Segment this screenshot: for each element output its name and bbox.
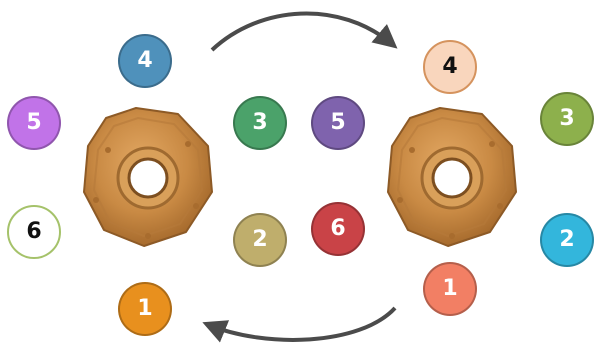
right-marker-5: 5 <box>311 96 365 150</box>
right-marker-4-label: 4 <box>442 54 458 79</box>
left-marker-4-label: 4 <box>137 48 153 73</box>
left-marker-3-label: 3 <box>252 110 268 135</box>
left-marker-3: 3 <box>233 96 287 150</box>
left-marker-2: 2 <box>233 213 287 267</box>
right-marker-6: 6 <box>311 202 365 256</box>
right-marker-3: 3 <box>540 92 594 146</box>
right-marker-2-label: 2 <box>559 227 575 252</box>
bottom-arrow <box>202 306 397 343</box>
right-marker-6-label: 6 <box>330 216 346 241</box>
left-marker-2-label: 2 <box>252 227 268 252</box>
left-marker-6-label: 6 <box>26 219 42 244</box>
right-marker-4: 4 <box>423 40 477 94</box>
left-marker-1-label: 1 <box>137 296 153 321</box>
right-marker-3-label: 3 <box>559 106 575 131</box>
left-washer-icon <box>83 107 213 247</box>
right-marker-1: 1 <box>423 262 477 316</box>
left-marker-1: 1 <box>118 282 172 336</box>
right-marker-2: 2 <box>540 213 594 267</box>
right-marker-1-label: 1 <box>442 276 458 301</box>
right-marker-5-label: 5 <box>330 110 346 135</box>
top-arrow <box>210 11 398 52</box>
right-washer-icon <box>387 107 517 247</box>
left-marker-5: 5 <box>7 96 61 150</box>
left-marker-6: 6 <box>7 205 61 259</box>
left-marker-4: 4 <box>118 34 172 88</box>
left-marker-5-label: 5 <box>26 110 42 135</box>
